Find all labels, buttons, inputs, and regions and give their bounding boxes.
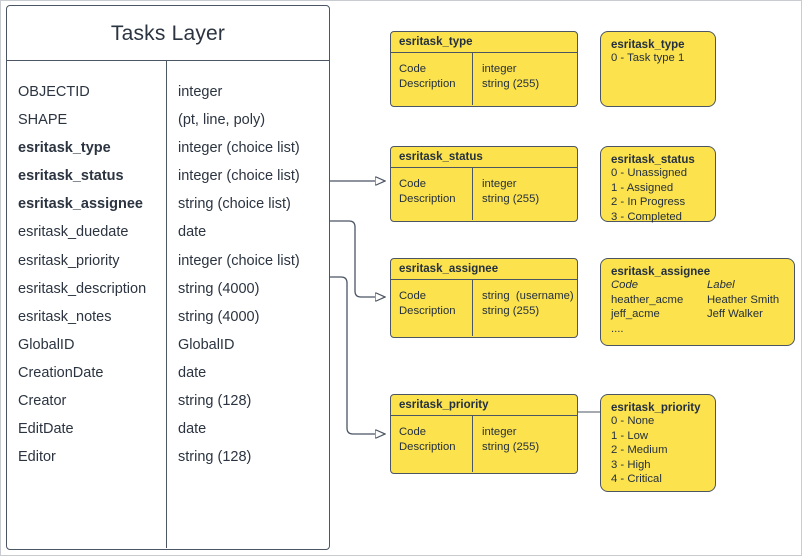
domain-value-item: 2 - In Progress [611,196,686,209]
table-cell: string (255) [482,440,540,453]
domain-value-code: jeff_acme [611,308,660,321]
table-cell: string (255) [482,77,540,90]
list-item: .... [611,322,784,337]
domain-values-title: esritask_type [611,39,685,51]
table-cell: Code [399,63,427,75]
domain-value-label: Heather Smith [707,293,780,306]
domain-table-right-column: integer string (255) [473,168,577,220]
table-cell-type: integer (choice list) [178,168,300,185]
table-cell-type: date [178,421,207,438]
table-row: GlobalID [18,336,75,353]
tasks-layer-body: OBJECTID SHAPE esritask_type esritask_st… [7,61,329,548]
table-row: EditDate [18,421,74,438]
table-cell: string (255) [482,192,540,205]
table-cell: Description [399,77,456,90]
table-cell: string (255) [482,304,540,317]
table-cell: Description [399,440,456,453]
tasks-layer-entity[interactable]: Tasks Layer OBJECTID SHAPE esritask_type… [6,5,330,550]
domain-table-esritask-assignee[interactable]: esritask_assignee Code Description strin… [390,258,578,338]
domain-table-body: Code Description string (username) strin… [391,280,577,336]
table-cell: integer [482,178,517,190]
domain-values-title: esritask_status [611,154,695,166]
table-row: esritask_duedate [18,224,129,241]
table-cell-type: string (4000) [178,280,260,297]
list-item: heather_acme Heather Smith [611,293,784,308]
table-row: SHAPE [18,112,68,129]
table-row: OBJECTID [18,84,90,100]
list-item: jeff_acme Jeff Walker [611,307,784,322]
table-cell-type: string (choice list) [178,196,291,213]
domain-values-header-row: Code Label [611,278,784,293]
domain-table-left-column: Code Description [391,280,473,336]
domain-value-item: 1 - Assigned [611,181,674,194]
tasks-layer-field-column: OBJECTID SHAPE esritask_type esritask_st… [7,61,167,548]
domain-value-item: 3 - Completed [611,210,682,223]
domain-table-esritask-type[interactable]: esritask_type Code Description integer s… [390,31,578,107]
table-cell-type: (pt, line, poly) [178,112,266,129]
domain-values-esritask-status[interactable]: esritask_status 0 - Unassigned 1 - Assig… [600,146,716,223]
domain-table-left-column: Code Description [391,416,473,472]
domain-table-left-column: Code Description [391,53,473,105]
domain-table-right-column: integer string (255) [473,53,577,105]
domain-value-item: 2 - Medium [611,444,668,457]
domain-value-item: 0 - Task type 1 [611,52,685,64]
domain-table-title: esritask_priority [391,395,577,416]
table-cell-type: GlobalID [178,336,235,353]
domain-value-code: heather_acme [611,293,684,306]
table-row: Editor [18,449,56,466]
domain-table-body: Code Description integer string (255) [391,416,577,472]
domain-value-item: 1 - Low [611,429,649,442]
domain-table-left-column: Code Description [391,168,473,220]
domain-values-title: esritask_assignee [611,266,711,278]
table-cell: Code [399,290,427,302]
domain-table-title: esritask_assignee [391,259,577,280]
table-cell: string (username) [482,290,574,302]
domain-value-item: 0 - None [611,415,655,427]
domain-table-right-column: string (username) string (255) [473,280,577,336]
table-cell-type: string (4000) [178,308,260,325]
column-header-label: Label [707,279,735,291]
column-header-code: Code [611,279,639,291]
table-cell: integer [482,426,517,438]
domain-values-esritask-type[interactable]: esritask_type 0 - Task type 1 [600,31,716,107]
table-cell: Code [399,426,427,438]
table-row: CreationDate [18,364,104,381]
table-row: esritask_assignee [18,196,143,213]
table-row: esritask_description [18,280,147,297]
table-cell-type: integer (choice list) [178,140,300,157]
table-cell: Description [399,304,456,317]
domain-values-title: esritask_priority [611,402,701,414]
table-row: Creator [18,393,67,410]
domain-value-item: 4 - Critical [611,473,662,486]
domain-table-right-column: integer string (255) [473,416,577,472]
table-cell-type: string (128) [178,393,252,410]
domain-value-label: Jeff Walker [707,308,763,321]
table-cell: integer [482,63,517,75]
table-cell-type: integer (choice list) [178,252,300,269]
table-row: esritask_type [18,140,111,157]
table-row: esritask_status [18,168,124,185]
domain-value-ellipsis: .... [611,322,624,335]
domain-table-body: Code Description integer string (255) [391,168,577,220]
domain-value-item: 3 - High [611,458,651,471]
domain-table-esritask-status[interactable]: esritask_status Code Description integer… [390,146,578,222]
domain-value-item: 0 - Unassigned [611,167,687,179]
table-row: esritask_notes [18,308,112,325]
table-row: esritask_priority [18,252,120,269]
tasks-layer-type-column: integer (pt, line, poly) integer (choice… [167,61,329,548]
domain-table-title: esritask_status [391,147,577,168]
table-cell: Description [399,192,456,205]
table-cell: Code [399,178,427,190]
domain-table-body: Code Description integer string (255) [391,53,577,105]
domain-values-esritask-priority[interactable]: esritask_priority 0 - None 1 - Low 2 - M… [600,394,716,492]
table-cell-type: string (128) [178,449,252,466]
domain-table-title: esritask_type [391,32,577,53]
page-title: Tasks Layer [7,6,329,61]
table-cell-type: integer [178,84,223,100]
domain-table-esritask-priority[interactable]: esritask_priority Code Description integ… [390,394,578,474]
table-cell-type: date [178,364,207,381]
table-cell-type: date [178,224,207,241]
domain-values-esritask-assignee[interactable]: esritask_assignee Code Label heather_acm… [600,258,795,346]
